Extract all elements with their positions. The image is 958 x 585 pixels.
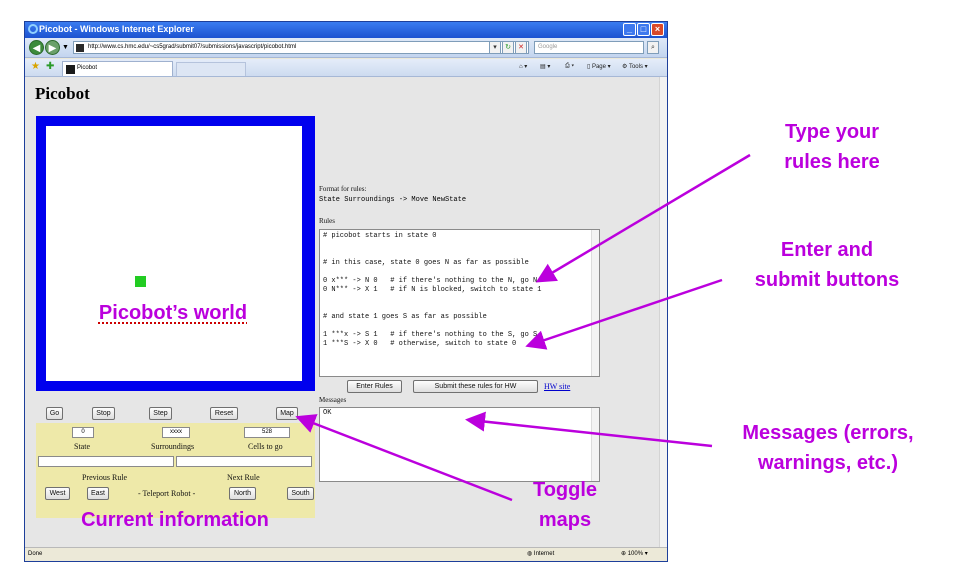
messages-scrollbar[interactable]: [591, 408, 599, 481]
minimize-icon[interactable]: _: [623, 23, 636, 36]
window-title: Picobot - Windows Internet Explorer: [39, 24, 194, 34]
page-favicon-icon: [76, 44, 84, 52]
feeds-icon[interactable]: ▤ ▾: [540, 64, 551, 70]
arrow-messages: [465, 411, 713, 448]
rule-line: 1 ***S -> X 0 # otherwise, switch to sta…: [323, 340, 517, 348]
cells-to-go-value: 528: [244, 427, 290, 438]
annotation-toggle-maps: Toggle maps: [532, 479, 598, 531]
arrow-map: [295, 414, 513, 502]
page-content: Picobot Go Stop Step Reset Map 0 xxxx 52…: [25, 77, 659, 547]
previous-rule-label: Previous Rule: [82, 473, 128, 482]
tab-picobot[interactable]: Picobot: [62, 61, 173, 76]
step-button[interactable]: Step: [149, 407, 172, 420]
rules-label: Rules: [319, 217, 335, 225]
format-text: State Surroundings -> Move NewState: [319, 196, 467, 204]
add-favorites-icon[interactable]: ✚: [46, 61, 55, 72]
address-bar: ◀ ▶ ▼ http://www.cs.hmc.edu/~cs5grad/sub…: [25, 38, 667, 58]
refresh-icon[interactable]: ↻: [502, 41, 514, 54]
previous-rule-field: [38, 456, 174, 467]
surroundings-label: Surroundings: [151, 442, 195, 451]
reset-button[interactable]: Reset: [210, 407, 238, 420]
annotation-messages: Messages (errors, warnings, etc.): [742, 422, 914, 474]
status-bar: Done ◍ Internet ⊕ 100% ▾: [25, 547, 667, 561]
messages-text: OK: [323, 409, 332, 417]
tab-bar: ★ ✚ Picobot ⌂ ▾ ▤ ▾ ⎙ ▾ ▯ Page ▾ ⚙ Tools…: [25, 59, 667, 77]
teleport-label: - Teleport Robot -: [138, 489, 196, 498]
hw-site-link[interactable]: HW site: [544, 382, 571, 391]
rules-scrollbar[interactable]: [591, 230, 599, 376]
cells-to-go-label: Cells to go: [248, 442, 283, 451]
internet-zone: ◍ Internet: [527, 551, 555, 557]
south-button[interactable]: South: [287, 487, 314, 500]
west-button[interactable]: West: [45, 487, 70, 500]
stop-icon[interactable]: ✕: [515, 41, 527, 54]
north-button[interactable]: North: [229, 487, 256, 500]
surroundings-value: xxxx: [162, 427, 190, 438]
world-canvas: [46, 126, 302, 381]
status-text: Done: [28, 551, 43, 557]
info-panel: 0 xxxx 528 State Surroundings Cells to g…: [36, 423, 315, 518]
annotation-current-info: Current information: [81, 509, 269, 531]
url-input[interactable]: http://www.cs.hmc.edu/~cs5grad/submit07/…: [73, 41, 529, 54]
submit-rules-button[interactable]: Submit these rules for HW: [413, 380, 538, 393]
rules-textarea[interactable]: # picobot starts in state 0 # in this ca…: [319, 229, 600, 377]
tab-favicon-icon: [66, 65, 75, 74]
rule-line: 0 x*** -> N 0 # if there's nothing to th…: [323, 277, 538, 285]
print-icon[interactable]: ⎙ ▾: [565, 63, 574, 69]
close-icon[interactable]: ×: [651, 23, 664, 36]
browser-window: Picobot - Windows Internet Explorer _ □ …: [24, 21, 668, 562]
go-button[interactable]: Go: [46, 407, 63, 420]
rule-line: # picobot starts in state 0: [323, 232, 437, 240]
url-dropdown-icon[interactable]: ▾: [489, 41, 501, 54]
east-button[interactable]: East: [87, 487, 109, 500]
forward-icon[interactable]: ▶: [45, 40, 60, 55]
annotation-enter-submit: Enter and submit buttons: [754, 239, 900, 291]
annotation-world: Picobot’s world: [98, 302, 248, 324]
page-menu[interactable]: ▯ Page ▾: [587, 64, 611, 70]
home-icon[interactable]: ⌂ ▾: [519, 64, 528, 70]
rule-line: # in this case, state 0 goes N as far as…: [323, 259, 529, 267]
arrow-rules: [535, 153, 751, 283]
messages-label: Messages: [319, 396, 347, 404]
map-button[interactable]: Map: [276, 407, 298, 420]
next-rule-field: [176, 456, 312, 467]
picobot-robot: [135, 276, 146, 287]
state-label: State: [74, 442, 90, 451]
zoom-level[interactable]: ⊕ 100% ▾: [621, 551, 648, 557]
picobot-world: [36, 116, 315, 391]
new-tab-button[interactable]: [176, 62, 246, 76]
arrow-submit: [525, 278, 723, 350]
title-bar: Picobot - Windows Internet Explorer _ □ …: [25, 22, 667, 38]
next-rule-label: Next Rule: [227, 473, 260, 482]
stop-button[interactable]: Stop: [92, 407, 115, 420]
page-scrollbar[interactable]: [659, 77, 667, 547]
search-input[interactable]: Google: [534, 41, 644, 54]
history-dropdown-icon[interactable]: ▼: [62, 44, 69, 51]
state-value: 0: [72, 427, 94, 438]
tools-menu[interactable]: ⚙ Tools ▾: [622, 64, 648, 70]
maximize-icon[interactable]: □: [637, 23, 650, 36]
annotation-rules-here: Type your rules here: [784, 121, 880, 173]
ie-logo-icon: [28, 24, 38, 34]
back-icon[interactable]: ◀: [29, 40, 44, 55]
favorites-star-icon[interactable]: ★: [31, 61, 40, 72]
search-icon[interactable]: ⌕: [647, 41, 659, 54]
rule-line: 0 N*** -> X 1 # if N is blocked, switch …: [323, 286, 542, 294]
enter-rules-button[interactable]: Enter Rules: [347, 380, 402, 393]
page-title: Picobot: [35, 84, 90, 103]
rule-line: # and state 1 goes S as far as possible: [323, 313, 487, 321]
format-label: Format for rules:: [319, 185, 367, 193]
